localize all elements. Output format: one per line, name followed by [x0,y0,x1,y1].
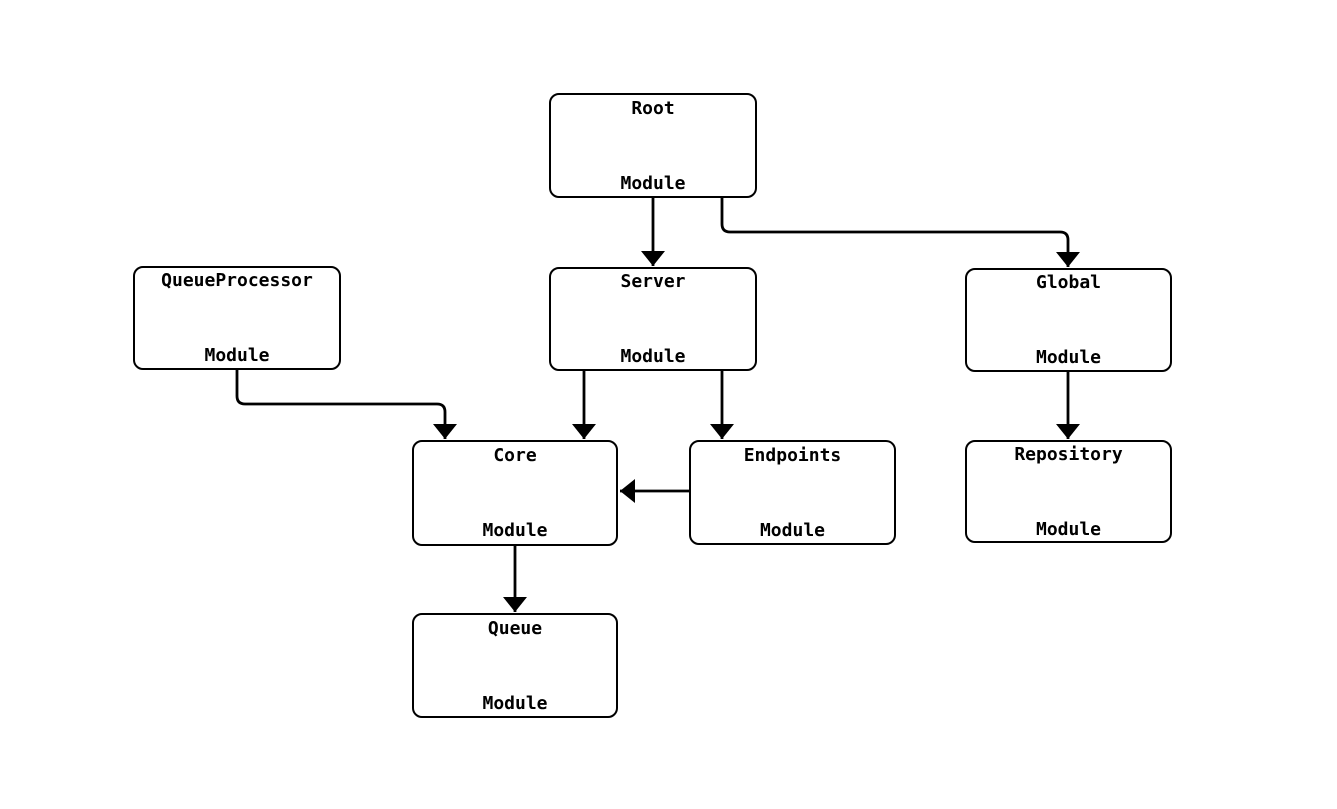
module-node-label: Root Module [620,97,686,194]
module-node-label: Queue Module [482,617,548,714]
module-node-label: Server Module [620,271,686,367]
node-global-module: Global Module [965,268,1172,372]
node-repository-module: Repository Module [965,440,1172,543]
node-root-module: Root Module [549,93,757,198]
node-server-module: Server Module [549,267,757,371]
edge-queueprocessor-module-to-core-module [235,370,457,439]
module-node-label: Repository Module [1014,443,1123,540]
node-queue-module: Queue Module [412,613,618,718]
node-core-module: Core Module [412,440,618,546]
module-node-label: Endpoints Module [743,444,842,541]
edge-root-module-to-global-module [720,198,1080,267]
node-endpoints-module: Endpoints Module [689,440,896,545]
module-node-label: QueueProcessor Module [161,270,313,366]
node-queueprocessor-module: QueueProcessor Module [133,266,341,370]
module-node-label: Global Module [1035,272,1102,368]
module-node-label: Core Module [482,445,548,541]
